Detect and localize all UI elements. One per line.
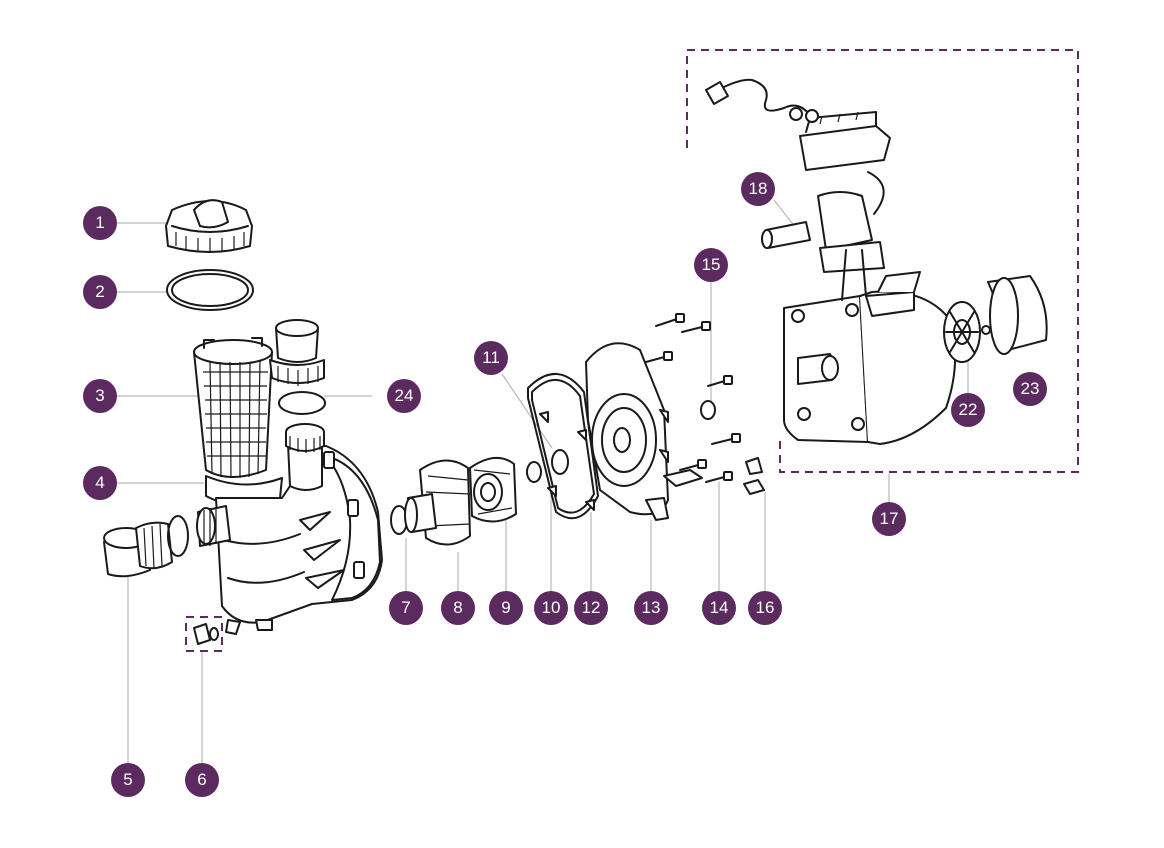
callout-23: 23 — [1013, 372, 1047, 406]
part-5-o-ring — [167, 515, 189, 557]
callout-18: 18 — [741, 172, 775, 206]
part-18-capacitor — [761, 221, 811, 249]
part-5-inlet-union — [103, 521, 173, 578]
callout-15: 15 — [694, 248, 728, 282]
callout-1: 1 — [83, 206, 117, 240]
callout-14: 14 — [702, 591, 736, 625]
callout-3: 3 — [83, 379, 117, 413]
part-13-seal-plate — [585, 342, 669, 521]
part-1-strainer-lid — [165, 199, 253, 253]
part-6-drain-plug — [193, 623, 219, 645]
part-22-fan — [943, 301, 991, 363]
callout-4: 4 — [83, 466, 117, 500]
callout-8: 8 — [441, 591, 475, 625]
callout-6: 6 — [185, 763, 219, 797]
callout-7: 7 — [389, 591, 423, 625]
callout-24: 24 — [387, 379, 421, 413]
part-24-o-ring — [278, 391, 326, 415]
part-12-gasket — [527, 372, 599, 520]
callout-12: 12 — [574, 591, 608, 625]
callout-2: 2 — [83, 275, 117, 309]
callout-5: 5 — [111, 763, 145, 797]
part-2-lid-o-ring — [166, 269, 254, 311]
part-11-mechanical-seal — [526, 449, 569, 483]
part-9-impeller — [469, 457, 517, 523]
part-4-pump-housing — [196, 423, 383, 635]
part-17-terminal-box — [799, 111, 891, 171]
part-16-clips — [743, 457, 765, 495]
callout-13: 13 — [634, 591, 668, 625]
part-17-power-cord — [713, 78, 813, 119]
part-17-motor — [783, 271, 957, 445]
part-24-outlet-union — [269, 319, 325, 386]
callout-22: 22 — [951, 393, 985, 427]
callout-16: 16 — [748, 591, 782, 625]
part-14-screws — [645, 313, 741, 487]
leader-lines — [116, 199, 969, 763]
part-23-fan-cover — [987, 275, 1048, 355]
part-3-strainer-basket — [193, 337, 273, 479]
assembly-6-bracket — [185, 616, 223, 652]
callout-17: 17 — [872, 502, 906, 536]
part-15-plug — [700, 400, 716, 420]
callout-11: 11 — [474, 341, 508, 375]
callout-10: 10 — [534, 591, 568, 625]
assembly-17-bracket — [686, 49, 1079, 473]
callout-9: 9 — [489, 591, 523, 625]
part-8-diffuser — [404, 459, 471, 546]
